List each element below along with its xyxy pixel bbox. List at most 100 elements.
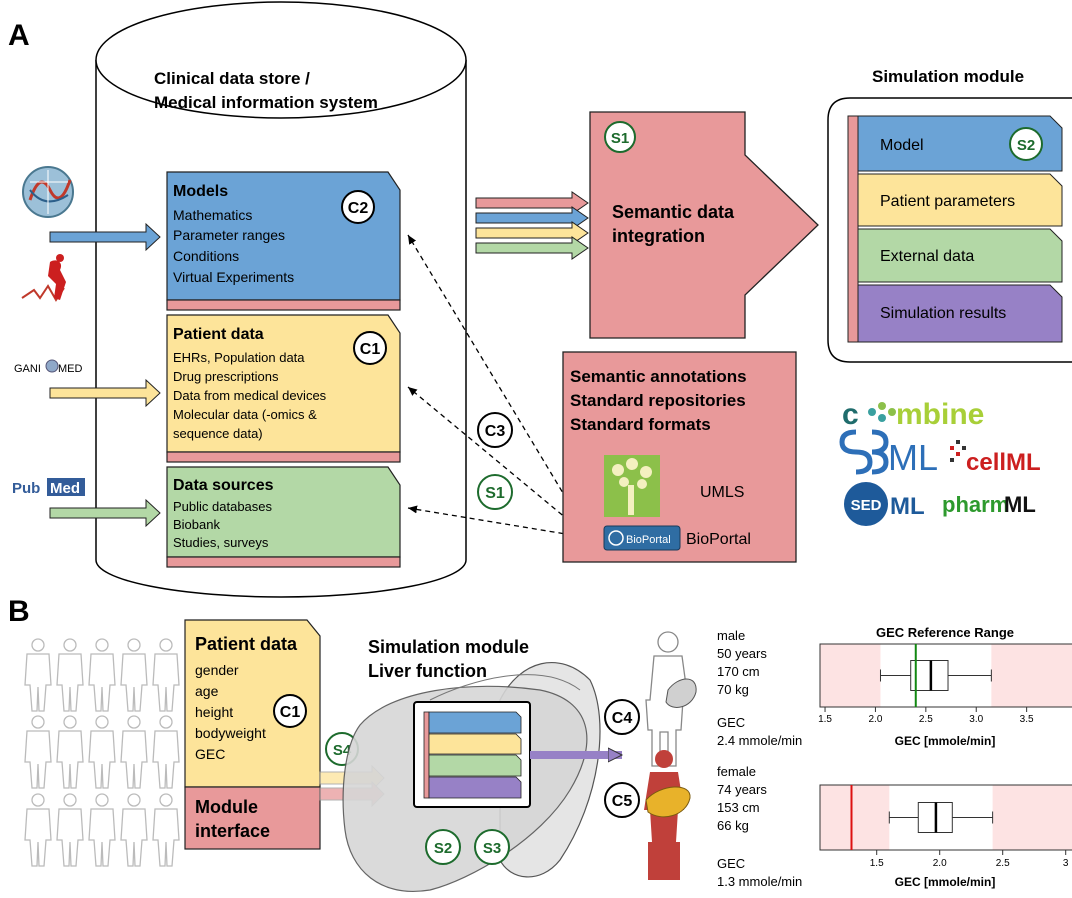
data-sources-title: Data sources: [173, 477, 274, 494]
panel-a-label: A: [8, 19, 30, 52]
pharmml-logo-text-2: ML: [1004, 492, 1036, 517]
combine-logo-c: c: [842, 398, 859, 431]
integration-title-line1: Semantic data: [612, 202, 735, 222]
person-silhouette-body: [88, 808, 116, 867]
female-info-line: 74 years: [717, 782, 767, 797]
person-silhouette-body: [24, 653, 52, 712]
patient-data-item: sequence data): [173, 426, 263, 441]
person-silhouette-body: [152, 730, 180, 789]
person-silhouette-body: [56, 653, 84, 712]
patient-data-b-item: bodyweight: [195, 725, 266, 741]
patient-data-b-item: GEC: [195, 746, 225, 762]
liver-module-title-line1: Simulation module: [368, 637, 529, 657]
liver-module-row-patient: [428, 733, 522, 755]
data-sources-item: Public databases: [173, 499, 273, 514]
x-tick-label: 3: [1063, 858, 1069, 869]
patient-data-b-title: Patient data: [195, 634, 298, 654]
models-item: Virtual Experiments: [173, 269, 294, 285]
umls-logo-tree-icon: [604, 455, 660, 517]
s3-badge: S3: [483, 840, 501, 857]
person-silhouette-body: [88, 730, 116, 789]
c5-badge-circle: [604, 782, 640, 818]
person-silhouette-head: [63, 793, 77, 807]
patient-data-item: EHRs, Population data: [173, 350, 305, 365]
male-gec-label: GEC: [717, 715, 745, 730]
bioportal-logo-text: BioPortal: [626, 534, 671, 546]
out-of-range-shade-low: [820, 785, 890, 850]
models-item: Conditions: [173, 248, 239, 264]
simulation-module-title: Simulation module: [872, 67, 1024, 86]
semantic-box-line2: Standard repositories: [570, 391, 746, 410]
panel-b-label: B: [8, 595, 30, 628]
umls-label: UMLS: [700, 484, 744, 501]
c4-badge: C4: [612, 710, 633, 727]
semantic-data-integration-arrow: [589, 111, 819, 339]
models-item: Parameter ranges: [173, 227, 285, 243]
c1-b-badge: C1: [280, 704, 301, 721]
person-silhouette-body: [152, 653, 180, 712]
person-silhouette-body: [88, 653, 116, 712]
bioportal-logo: [603, 525, 681, 551]
person-silhouette-body: [24, 730, 52, 789]
plot-frame: [819, 784, 1072, 851]
male-info-line: 170 cm: [717, 664, 760, 679]
patient-data-item: Drug prescriptions: [173, 369, 279, 384]
s2-badge: S2: [1017, 137, 1035, 154]
sim-row-external-data: [857, 228, 1063, 283]
sim-row-label: Simulation results: [880, 305, 1006, 322]
patient-data-b-card: [184, 619, 321, 788]
module-interface-line2: interface: [195, 821, 270, 841]
person-silhouette-body: [56, 730, 84, 789]
annotation-dashed-arrows: [407, 234, 591, 539]
c1-badge: C1: [360, 341, 381, 358]
out-of-range-shade-low: [820, 644, 881, 707]
c1-b-badge-circle: [273, 694, 307, 728]
person-silhouette-head: [127, 715, 141, 729]
person-silhouette-body: [120, 653, 148, 712]
patient-data-b-item: height: [195, 704, 233, 720]
x-tick-label: 2.5: [996, 858, 1010, 869]
male-info-line: 70 kg: [717, 682, 749, 697]
plot-frame: [819, 643, 1072, 708]
c2-badge-circle: [341, 190, 375, 224]
data-sources-card: [166, 466, 401, 568]
semantic-box-line3: Standard formats: [570, 415, 711, 434]
x-tick-label: 2.0: [933, 858, 947, 869]
liver-module-row-model: [428, 711, 522, 734]
pubmed-logo-text-1: Pub: [12, 480, 40, 497]
combine-logo-text: mbine: [896, 398, 984, 431]
sedml-logo-text-1: SED: [851, 497, 882, 514]
ganimed-logo-icon: [45, 359, 59, 373]
integration-title-line2: integration: [612, 226, 705, 246]
liver-module-interface-bar: [423, 711, 430, 799]
person-silhouette-body: [120, 730, 148, 789]
male-info-line: male: [717, 628, 745, 643]
out-of-range-shade-high: [991, 644, 1072, 707]
module-interface-card: [184, 786, 321, 850]
patient-data-card: [166, 314, 401, 463]
person-silhouette-head: [127, 793, 141, 807]
data-sources-item: Studies, surveys: [173, 535, 269, 550]
x-tick-label: 3.5: [1020, 714, 1034, 725]
female-gec-value: 1.3 mmole/min: [717, 874, 802, 889]
patient-data-title: Patient data: [173, 326, 264, 343]
models-title: Models: [173, 183, 228, 200]
patient-data-item: Molecular data (-omics &: [173, 407, 317, 422]
sedml-logo-text-2: ML: [890, 493, 925, 520]
person-silhouette-body: [120, 808, 148, 867]
s3-badge-circle: [474, 829, 510, 865]
ganimed-logo-text-2: MED: [58, 363, 83, 375]
sim-row-label: Model: [880, 137, 924, 154]
combine-logo-dots-icon: [868, 402, 896, 422]
patient-data-b-item: gender: [195, 662, 239, 678]
x-tick-label: 2.5: [919, 714, 933, 725]
s2-b-badge: S2: [434, 840, 452, 857]
person-silhouette-head: [63, 638, 77, 652]
sim-row-label: Patient parameters: [880, 193, 1015, 210]
bioportal-label: BioPortal: [686, 531, 751, 548]
out-of-range-shade-high: [992, 785, 1072, 850]
s2-b-badge-circle: [425, 829, 461, 865]
